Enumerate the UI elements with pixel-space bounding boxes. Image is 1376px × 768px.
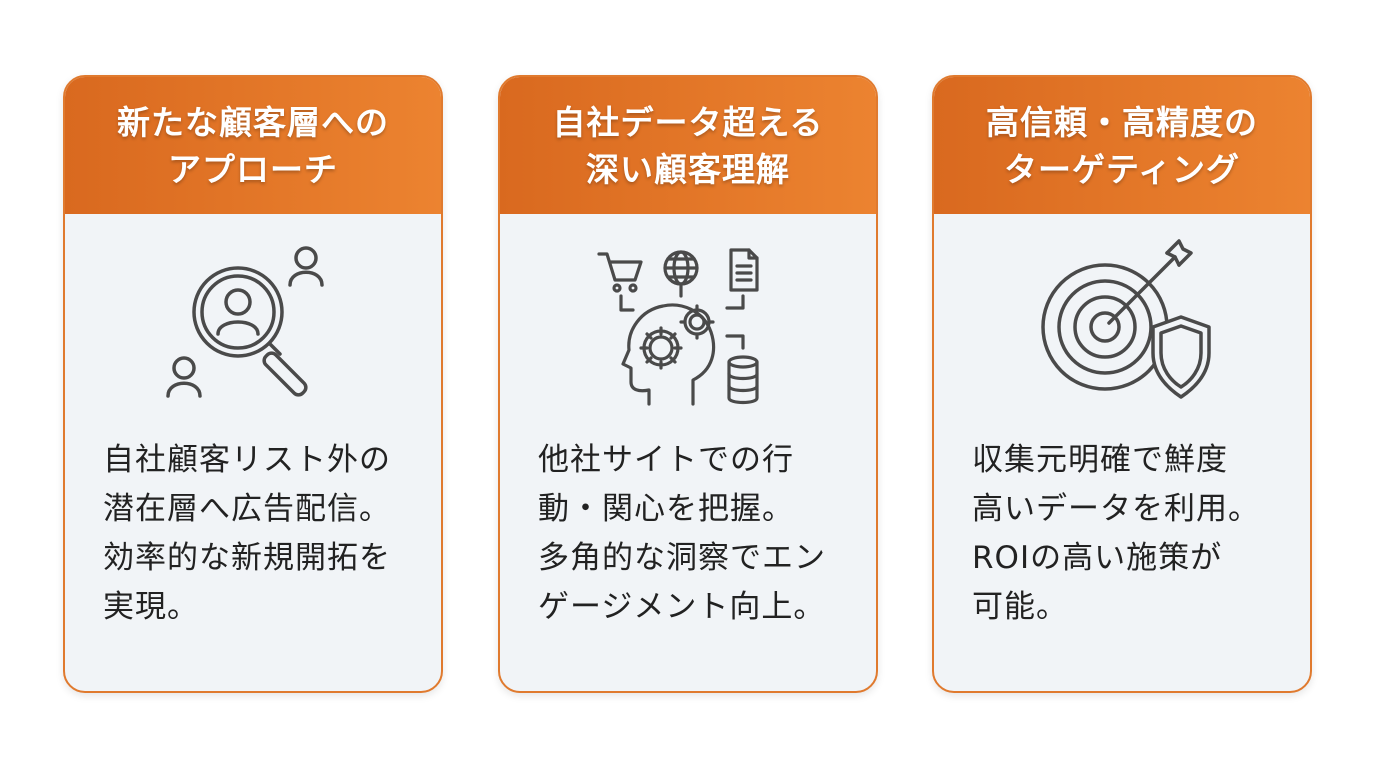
card-body-line: 多角的な洞察でエン — [538, 540, 826, 576]
feature-card-new-audience: 新たな顧客層への アプローチ 自社顧客 — [63, 75, 443, 693]
head-gears-data-icon — [597, 248, 759, 406]
card-body-line: 高いデータを利用。 — [972, 491, 1260, 527]
card-title-line: 自社データ超える — [552, 102, 824, 142]
card-body-line: 可能。 — [972, 589, 1068, 625]
card-header: 高信頼・高精度の ターゲティング — [934, 77, 1310, 214]
feature-card-targeting: 高信頼・高精度の ターゲティング 収集元明確で鮮度 高いデータ — [932, 75, 1312, 693]
card-title-line: アプローチ — [168, 149, 338, 189]
card-body-line: ゲージメント向上。 — [538, 589, 826, 625]
card-body-line: 他社サイトでの行 — [538, 442, 794, 478]
card-body: 他社サイトでの行 動・関心を把握。 多角的な洞察でエン ゲージメント向上。 — [500, 436, 876, 632]
card-title-line: 高信頼・高精度の — [986, 102, 1258, 142]
card-title-line: ターゲティング — [1003, 149, 1241, 189]
card-icon-area — [500, 214, 876, 436]
card-body-line: ROIの高い施策が — [972, 540, 1223, 576]
card-header: 新たな顧客層への アプローチ — [65, 77, 441, 214]
card-body-line: 自社顧客リスト外の — [103, 442, 391, 478]
card-title-line: 新たな顧客層への — [117, 102, 389, 142]
target-arrow-shield-icon — [1041, 239, 1211, 399]
card-body-line: 実現。 — [103, 589, 199, 625]
card-title-line: 深い顧客理解 — [585, 149, 790, 189]
card-header: 自社データ超える 深い顧客理解 — [500, 77, 876, 214]
card-body-line: 効率的な新規開拓を — [103, 540, 391, 576]
card-body-line: 潜在層へ広告配信。 — [103, 491, 391, 527]
card-icon-area — [65, 214, 441, 436]
card-body: 自社顧客リスト外の 潜在層へ広告配信。 効率的な新規開拓を 実現。 — [65, 436, 441, 632]
card-icon-area — [934, 214, 1310, 436]
magnifier-user-icon — [166, 246, 324, 398]
card-body: 収集元明確で鮮度 高いデータを利用。 ROIの高い施策が 可能。 — [934, 436, 1310, 632]
card-body-line: 動・関心を把握。 — [538, 491, 794, 527]
feature-card-deep-understanding: 自社データ超える 深い顧客理解 — [498, 75, 878, 693]
card-body-line: 収集元明確で鮮度 — [972, 442, 1228, 478]
